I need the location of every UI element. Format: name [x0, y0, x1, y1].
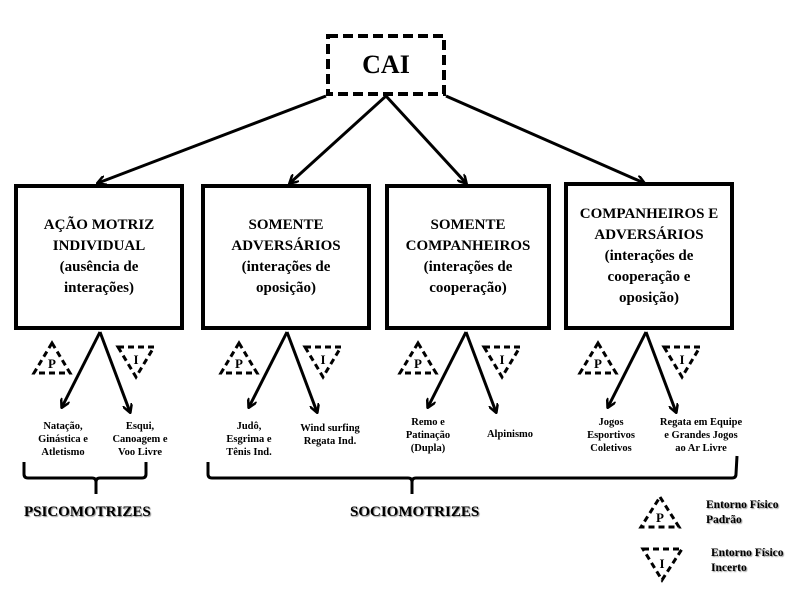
arrow-to-individual — [98, 94, 327, 183]
uncertain-environment-triangle-icon — [115, 345, 157, 380]
legend-standard-triangle-icon — [638, 494, 682, 529]
uncertain-environment-triangle-icon — [661, 345, 703, 380]
uncertain-environment-triangle-icon — [302, 345, 344, 380]
standard-letter: P — [48, 356, 56, 371]
branch-arrow-partners-standard — [428, 331, 468, 407]
legend-uncertain-triangle-icon — [640, 547, 685, 583]
branch-arrow-adversaries-uncertain — [285, 331, 317, 412]
leaf-partners-uncertain: Alpinismo — [486, 429, 534, 440]
legend-uncertain-letter: I — [659, 556, 665, 571]
uncertain-letter: I — [133, 352, 139, 367]
uncertain-letter: I — [499, 352, 505, 367]
cai-box-border — [326, 34, 446, 96]
root-node-cai: CAI — [326, 34, 446, 96]
sociomotor-brace — [206, 455, 739, 494]
standard-letter: P — [594, 356, 602, 371]
standard-environment-triangle-icon — [397, 340, 439, 375]
uncertain-environment-triangle-icon — [481, 345, 523, 380]
uncertain-letter: I — [320, 352, 326, 367]
branch-arrow-individual-standard — [62, 331, 102, 407]
group-label-sociomotor: SOCIOMOTRIZES — [350, 504, 480, 520]
branch-arrow-partners-adversaries-uncertain — [644, 331, 676, 412]
root-label: CAI — [362, 50, 410, 79]
arrow-to-partners — [384, 94, 466, 183]
branch-arrow-adversaries-standard — [249, 331, 289, 407]
psychomotor-brace — [22, 462, 148, 494]
standard-environment-triangle-icon — [577, 340, 619, 375]
uncertain-letter: I — [679, 352, 685, 367]
standard-environment-triangle-icon — [31, 340, 73, 375]
standard-letter: P — [235, 356, 243, 371]
standard-letter: P — [414, 356, 422, 371]
legend-standard-letter: P — [656, 510, 664, 525]
group-label-psychomotor: PSICOMOTRIZES — [24, 504, 151, 520]
branch-arrow-individual-uncertain — [98, 331, 130, 412]
arrow-to-adversaries — [290, 94, 388, 183]
arrow-to-partners-adversaries — [445, 94, 644, 183]
branch-arrow-partners-uncertain — [464, 331, 496, 412]
standard-environment-triangle-icon — [218, 340, 260, 375]
branch-arrow-partners-adversaries-standard — [608, 331, 648, 407]
